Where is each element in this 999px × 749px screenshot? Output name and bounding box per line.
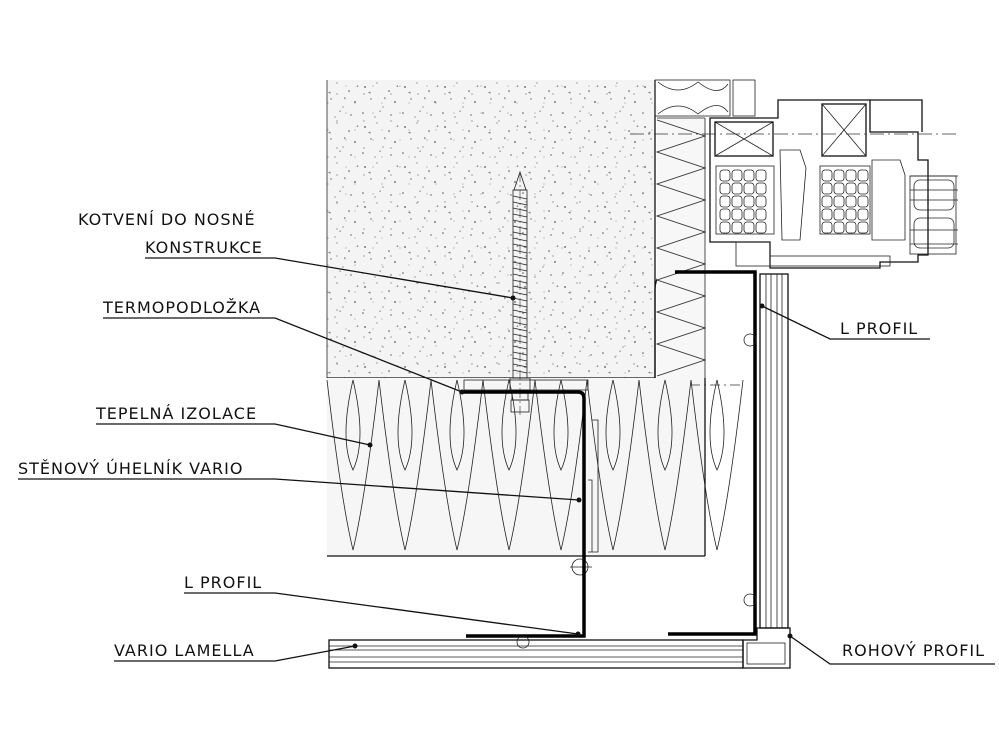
annotation-l-profile-right: L PROFIL bbox=[759, 303, 930, 340]
anchor-bolt bbox=[509, 170, 531, 415]
label-l-profile-left: L PROFIL bbox=[184, 573, 262, 592]
concrete-wall bbox=[326, 80, 705, 379]
label-lamella: VARIO LAMELLA bbox=[114, 641, 255, 660]
label-l-profile-right: L PROFIL bbox=[840, 319, 918, 338]
corner-profile bbox=[742, 627, 791, 669]
label-insulation: TEPELNÁ IZOLACE bbox=[95, 404, 257, 423]
thermal-pad bbox=[463, 379, 589, 391]
vario-lamella bbox=[328, 639, 744, 669]
annotation-thermal-pad: TERMOPODLOŽKA bbox=[102, 298, 465, 395]
l-profile-left bbox=[466, 560, 586, 649]
reveal-insulation bbox=[655, 117, 707, 378]
thermal-insulation bbox=[326, 378, 744, 557]
label-wall-bracket: STĚNOVÝ ÚHELNÍK VARIO bbox=[18, 459, 243, 478]
label-anchor-line2: KONSTRUKCE bbox=[145, 238, 263, 257]
annotation-insulation: TEPELNÁ IZOLACE bbox=[95, 404, 373, 448]
label-corner-profile: ROHOVÝ PROFIL bbox=[842, 641, 985, 660]
label-thermal-pad: TERMOPODLOŽKA bbox=[102, 298, 261, 317]
annotation-l-profile-left: L PROFIL bbox=[184, 573, 581, 637]
label-anchor-line1: KOTVENÍ DO NOSNÉ bbox=[78, 210, 256, 229]
annotation-wall-bracket: STĚNOVÝ ÚHELNÍK VARIO bbox=[18, 459, 582, 503]
window-frame-section bbox=[630, 99, 960, 386]
top-insulation-box bbox=[654, 79, 756, 117]
annotation-anchor: KOTVENÍ DO NOSNÉ KONSTRUKCE bbox=[78, 210, 516, 301]
annotation-corner-profile: ROHOVÝ PROFIL bbox=[787, 633, 995, 665]
l-profile-right bbox=[668, 270, 789, 636]
wall-bracket bbox=[462, 390, 599, 576]
annotation-lamella: VARIO LAMELLA bbox=[114, 641, 358, 662]
